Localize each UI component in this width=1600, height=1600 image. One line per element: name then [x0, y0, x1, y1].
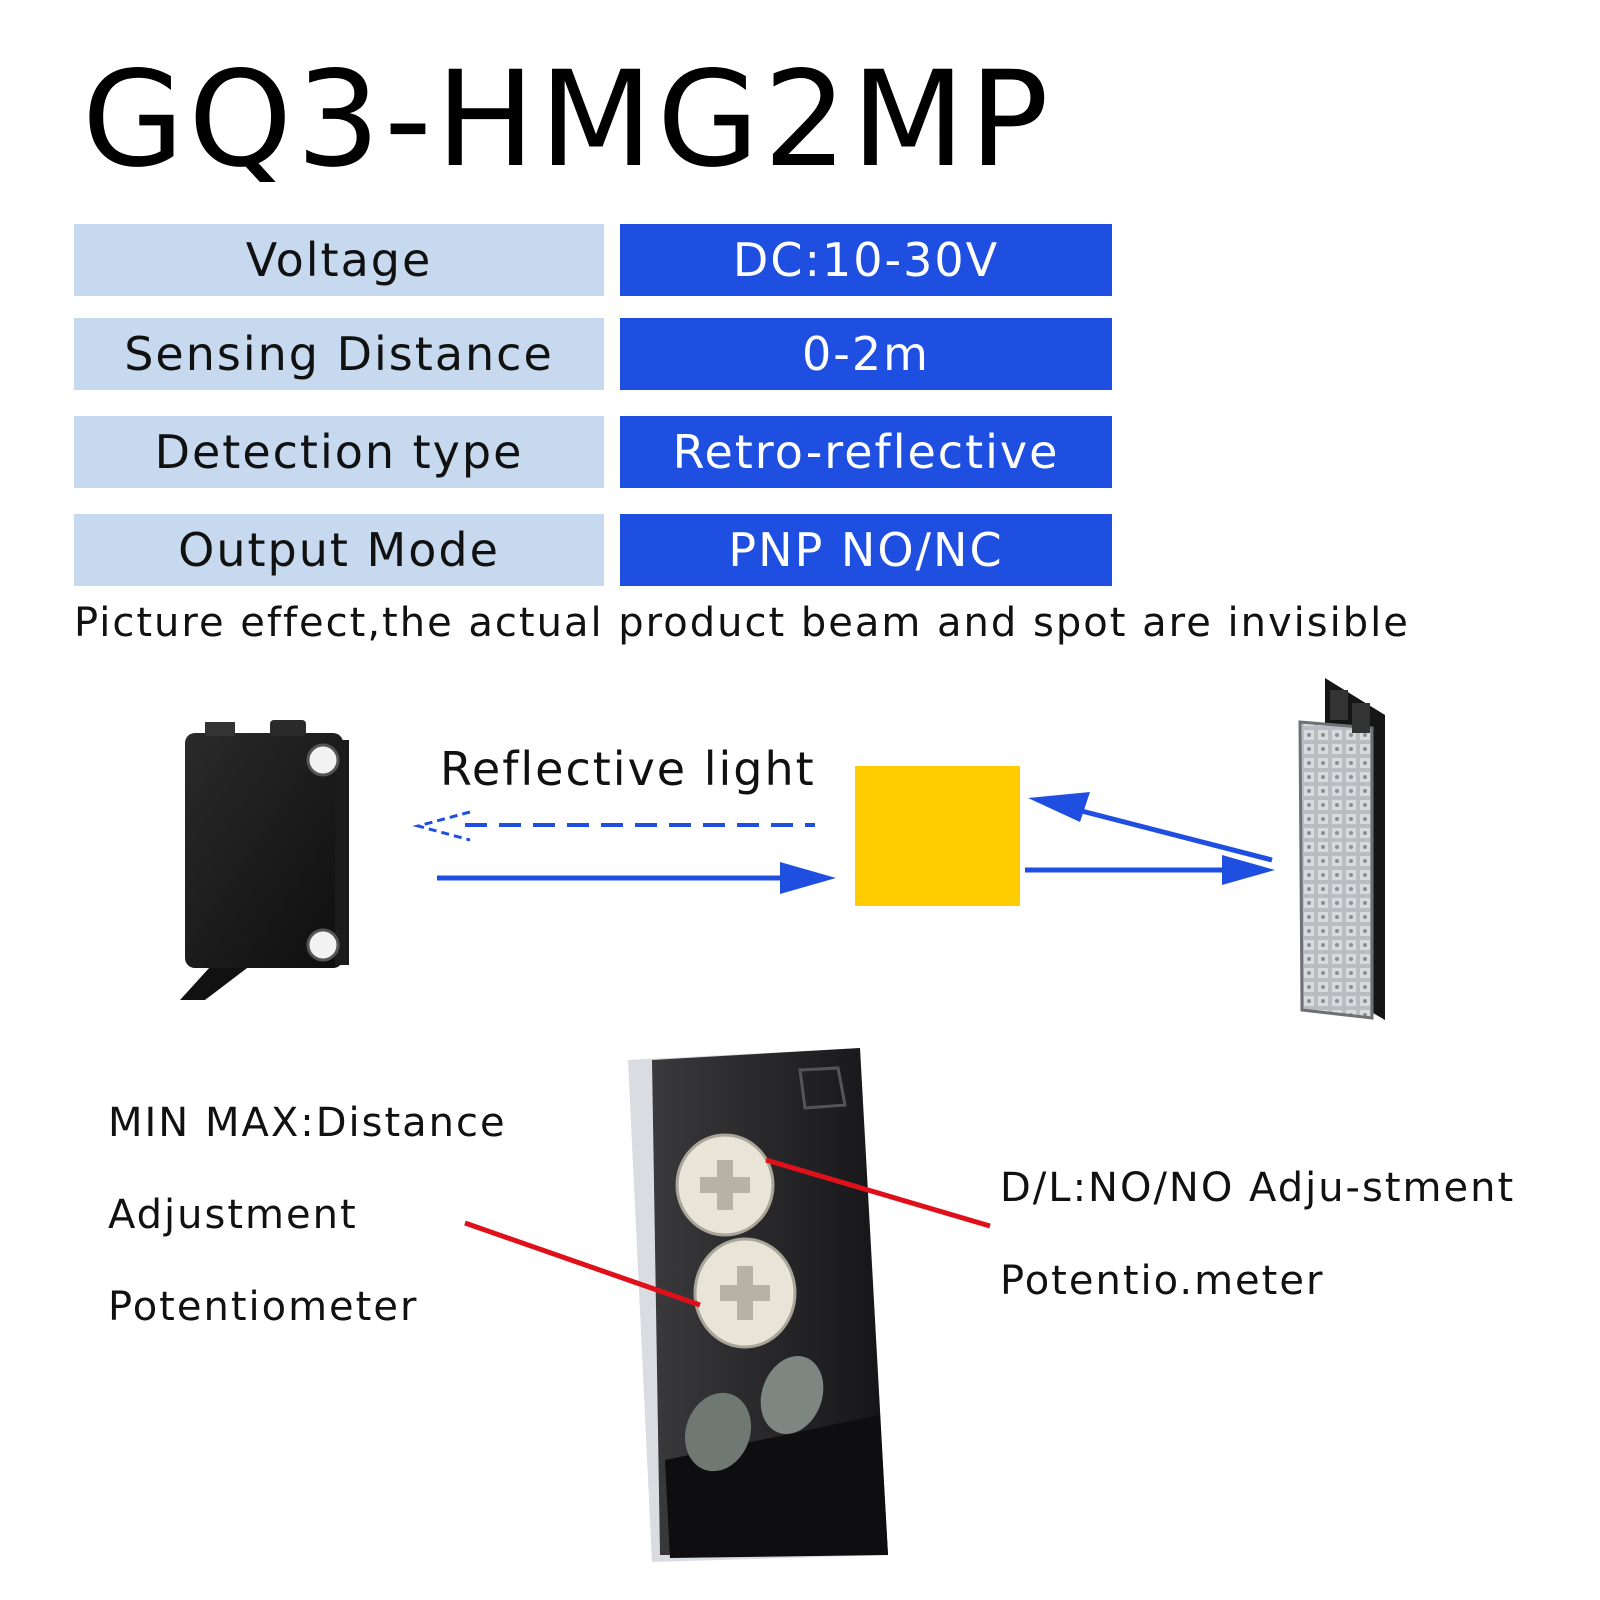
spec-value-sensing-distance: 0-2m [620, 318, 1112, 390]
spec-label-sensing-distance: Sensing Distance [74, 318, 604, 390]
return-beam-arrow [1028, 792, 1273, 863]
emitted-beam-arrow [437, 862, 836, 894]
spec-value-output-mode: PNP NO/NC [620, 514, 1112, 586]
sensor-icon [180, 720, 349, 1000]
spec-label-output-mode: Output Mode [74, 514, 604, 586]
spec-label-detection-type: Detection type [74, 416, 604, 488]
pointer-line-mode [765, 1157, 991, 1229]
left-label-line-1: MIN MAX:Distance [108, 1100, 507, 1146]
left-label-line-3: Potentiometer [108, 1284, 419, 1330]
forward-beam-arrow [1025, 855, 1275, 885]
target-object [855, 766, 1020, 906]
spec-value-detection-type: Retro-reflective [620, 416, 1112, 488]
right-label-line-1: D/L:NO/NO Adju-stment [1000, 1165, 1516, 1211]
spec-value-voltage: DC:10-30V [620, 224, 1112, 296]
mode-potentiometer-knob [693, 1237, 797, 1349]
product-title: GQ3-HMG2MP [82, 43, 1053, 197]
spec-label-voltage: Voltage [74, 224, 604, 296]
reflector-icon [1298, 678, 1385, 1020]
potentiometer-closeup [628, 1048, 888, 1562]
reflected-beam-dashed [412, 810, 815, 842]
distance-potentiometer-knob [675, 1133, 775, 1237]
pointer-line-distance [464, 1220, 701, 1308]
right-label-line-2: Potentio.meter [1000, 1258, 1325, 1304]
picture-effect-note: Picture effect,the actual product beam a… [74, 600, 1410, 646]
reflective-light-label: Reflective light [440, 742, 816, 796]
left-label-line-2: Adjustment [108, 1192, 358, 1238]
